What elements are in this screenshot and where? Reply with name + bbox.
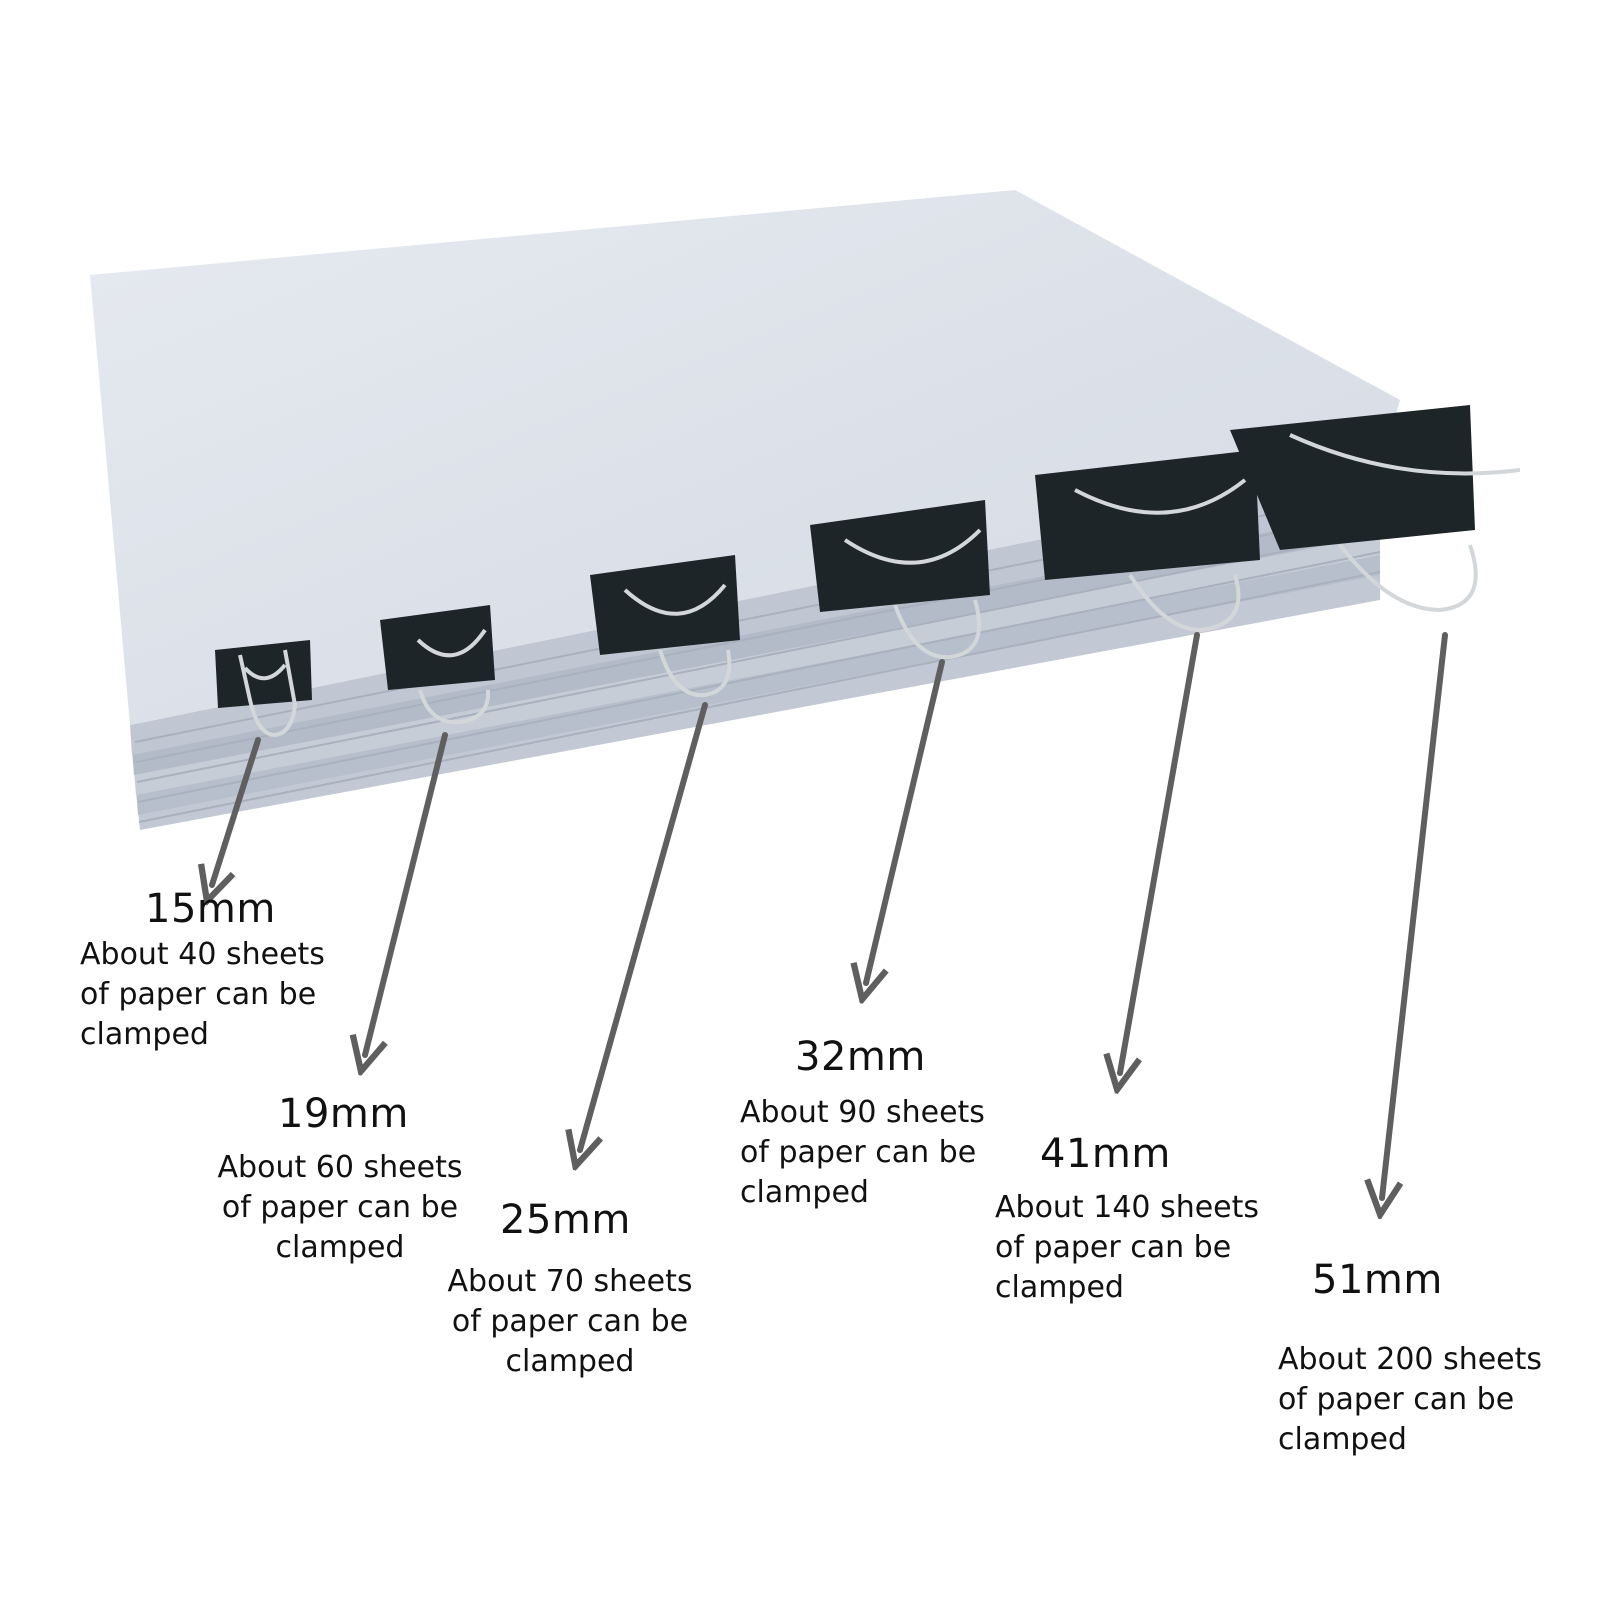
sheets-word: sheets	[1160, 1190, 1260, 1225]
size-label: 25mm	[500, 1197, 631, 1243]
binder-clip-19mm	[380, 605, 495, 725]
size-label: 19mm	[278, 1091, 409, 1137]
sheets-word: sheets	[593, 1264, 693, 1299]
about-word: About	[740, 1095, 829, 1130]
size-label: 41mm	[1040, 1131, 1171, 1177]
sheets-word: sheets	[1443, 1342, 1543, 1377]
capacity-line3: clamped	[740, 1175, 869, 1210]
sheet-count: 200	[1376, 1342, 1434, 1377]
capacity-line3: clamped	[275, 1230, 405, 1265]
capacity-text: About 90 sheets of paper can be clamped	[740, 1093, 1030, 1213]
capacity-line3: clamped	[995, 1270, 1124, 1305]
sheet-count: 140	[1093, 1190, 1151, 1225]
arrow-15mm	[212, 737, 261, 885]
size-label: 15mm	[145, 886, 276, 932]
arrow-41mm	[1120, 632, 1200, 1073]
capacity-line2: of paper can be	[80, 977, 317, 1012]
about-word: About	[995, 1190, 1084, 1225]
capacity-line2: of paper can be	[221, 1190, 459, 1225]
callout-arrows	[212, 632, 1448, 1198]
sheets-word: sheets	[225, 937, 325, 972]
about-word: About	[447, 1264, 537, 1299]
arrow-19mm	[365, 732, 448, 1055]
capacity-text: About 200 sheets of paper can be clamped	[1278, 1340, 1568, 1460]
about-word: About	[80, 937, 169, 972]
size-label: 51mm	[1312, 1257, 1443, 1303]
capacity-text: About 60 sheets of paper can be clamped	[195, 1148, 485, 1268]
arrow-32mm	[866, 659, 945, 983]
binder-clip-32mm	[810, 500, 990, 660]
capacity-text: About 140 sheets of paper can be clamped	[995, 1188, 1285, 1308]
capacity-text: About 70 sheets of paper can be clamped	[425, 1262, 715, 1382]
capacity-line2: of paper can be	[451, 1304, 689, 1339]
sheet-count: 40	[178, 937, 217, 972]
capacity-line3: clamped	[1278, 1422, 1407, 1457]
capacity-line3: clamped	[80, 1017, 209, 1052]
about-word: About	[217, 1150, 307, 1185]
sheet-count: 70	[545, 1264, 584, 1299]
sheets-word: sheets	[885, 1095, 985, 1130]
sheets-word: sheets	[363, 1150, 463, 1185]
arrow-25mm	[580, 702, 708, 1150]
capacity-line2: of paper can be	[995, 1230, 1232, 1265]
capacity-line2: of paper can be	[1278, 1382, 1515, 1417]
capacity-text: About 40 sheets of paper can be clamped	[80, 935, 370, 1055]
capacity-line2: of paper can be	[740, 1135, 977, 1170]
capacity-line3: clamped	[505, 1344, 635, 1379]
binder-clip-51mm	[1230, 405, 1521, 613]
size-label: 32mm	[795, 1034, 926, 1080]
binder-clip-25mm	[590, 555, 740, 698]
arrow-51mm	[1382, 632, 1448, 1198]
binder-clip-41mm	[1035, 450, 1260, 633]
sheet-count: 60	[315, 1150, 354, 1185]
about-word: About	[1278, 1342, 1367, 1377]
sheet-count: 90	[838, 1095, 877, 1130]
binder-clip-15mm	[215, 640, 312, 738]
